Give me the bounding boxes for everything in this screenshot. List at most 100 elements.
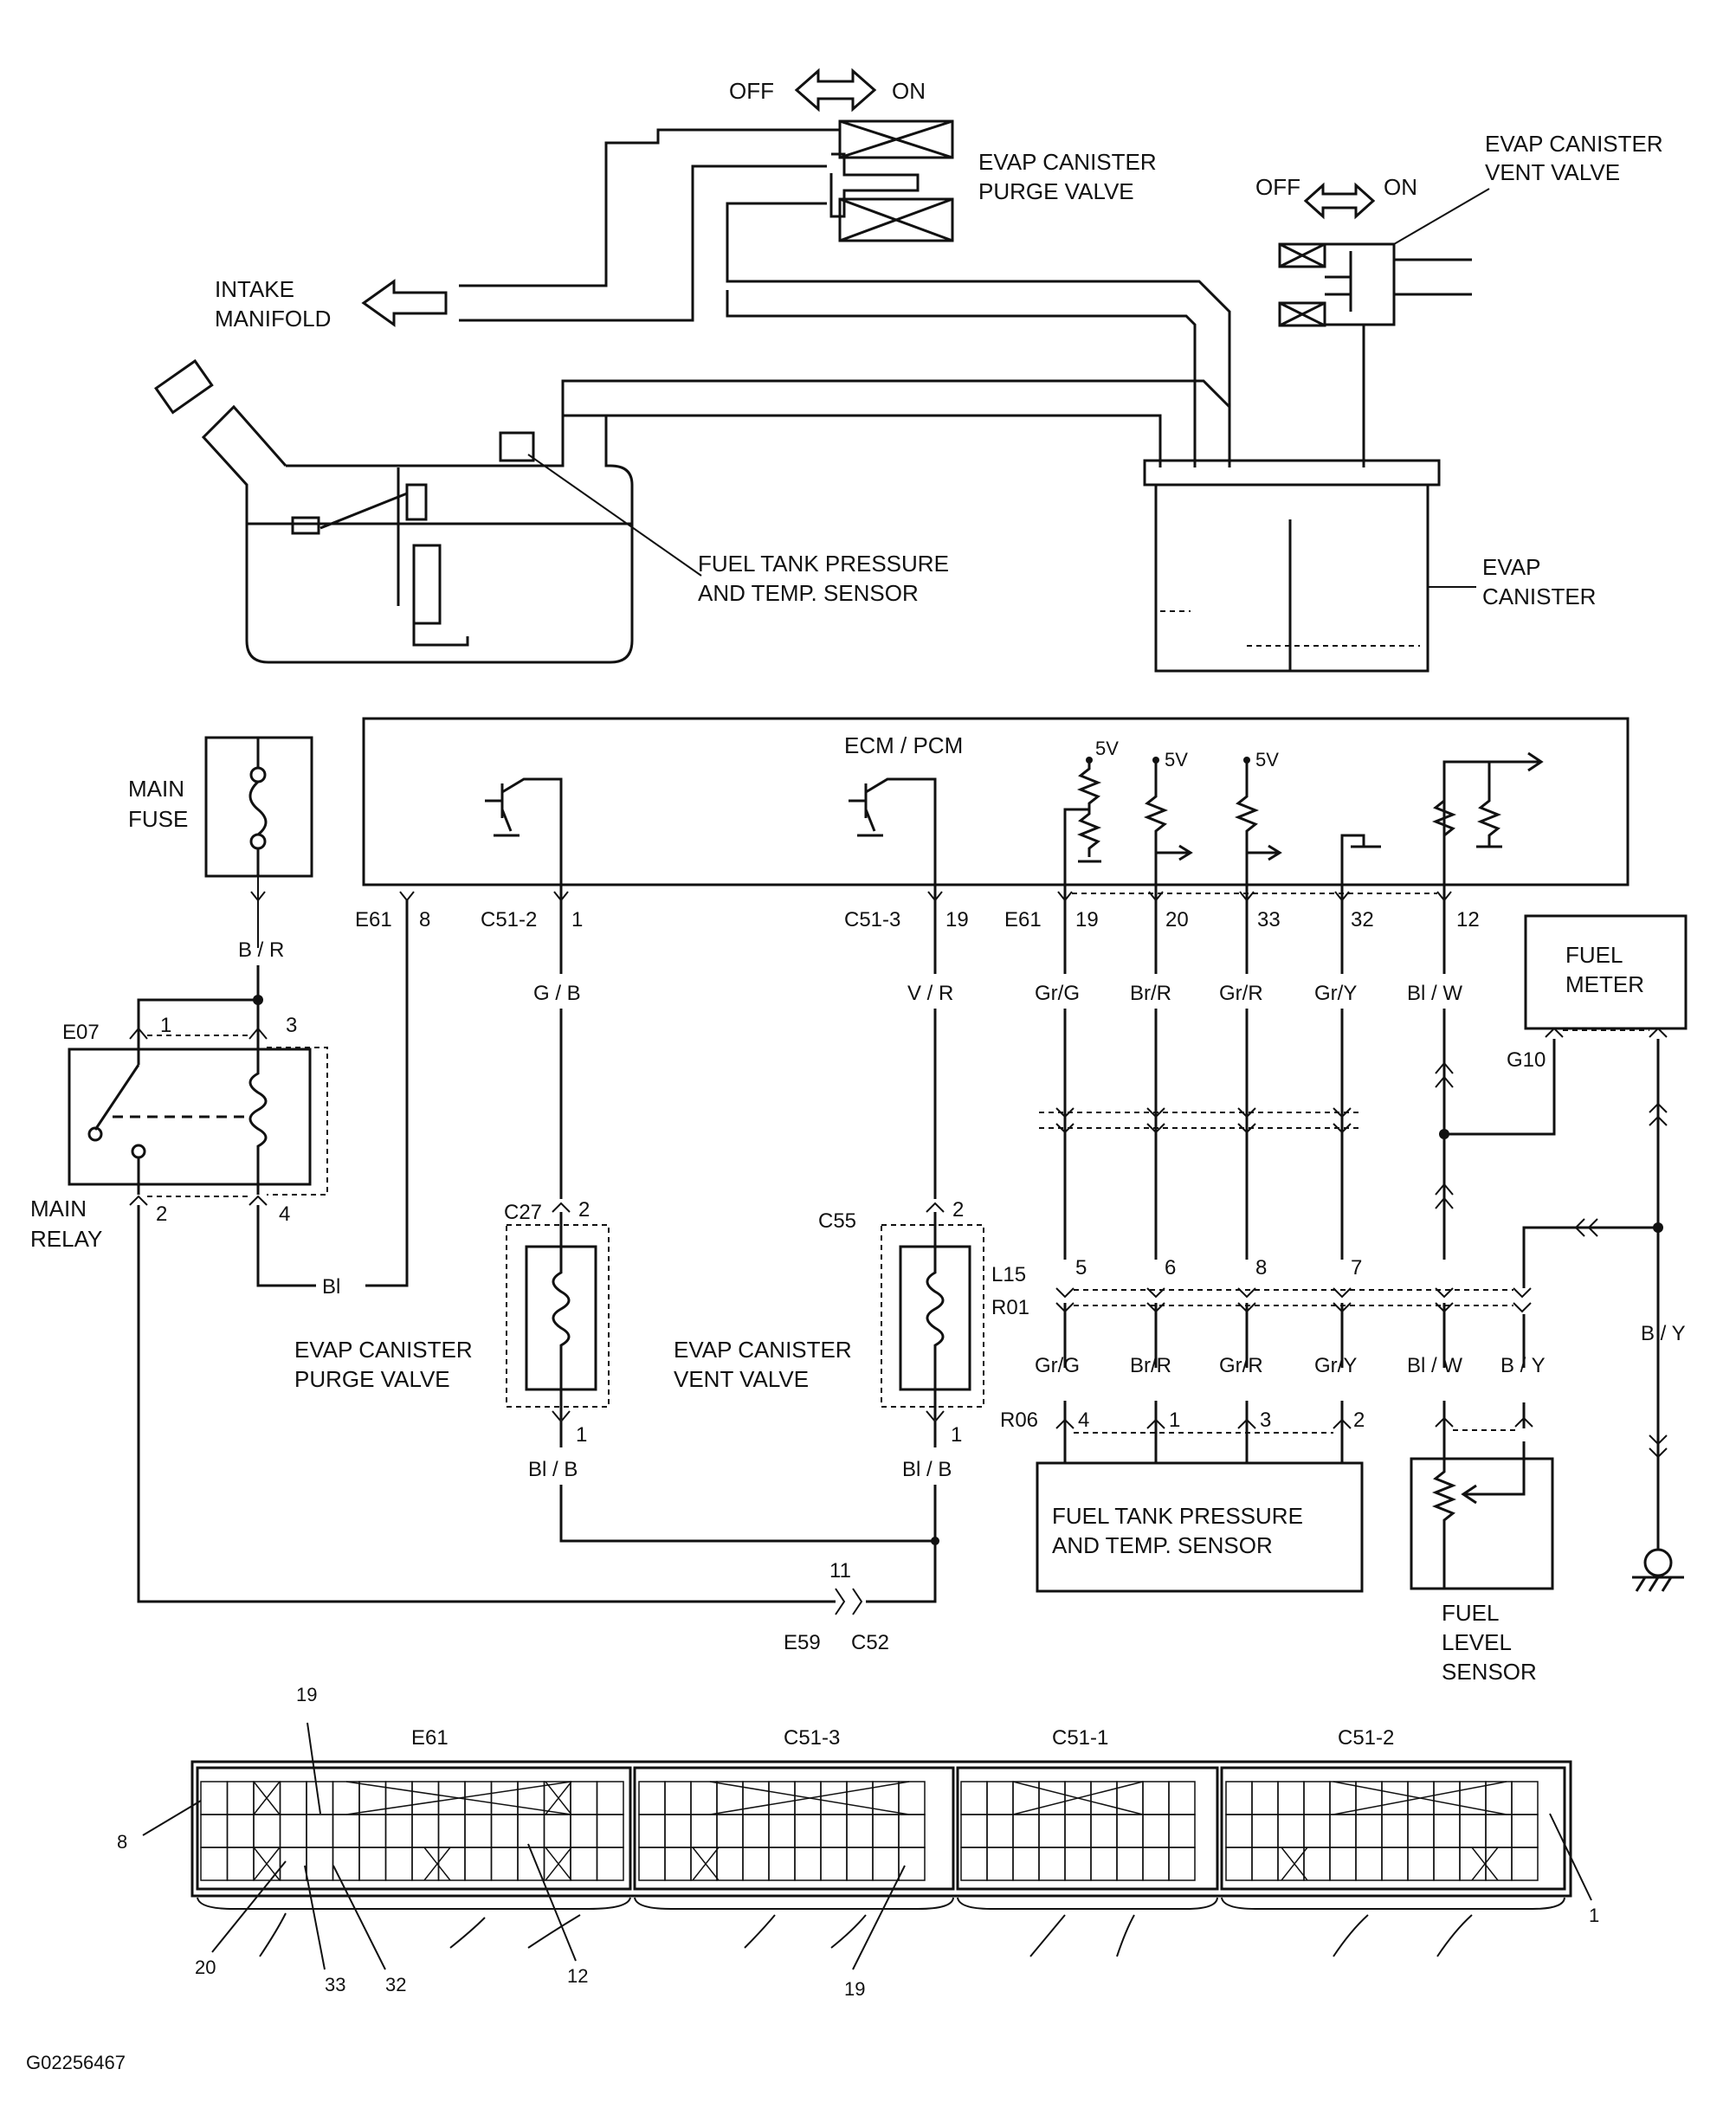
svg-text:19: 19: [945, 908, 969, 932]
svg-text:32: 32: [385, 1974, 406, 1995]
connector-cell: [596, 1847, 624, 1881]
svg-text:1: 1: [160, 1014, 171, 1037]
vent-valve-top-label-1: EVAP CANISTER: [1485, 131, 1663, 157]
connector-cell: [1251, 1781, 1279, 1815]
blank-cell: [253, 1781, 281, 1815]
svg-text:5V: 5V: [1165, 749, 1188, 770]
connector-cell: [1433, 1781, 1461, 1815]
connector-cell: [986, 1847, 1014, 1881]
connector-cell: [690, 1847, 718, 1881]
vent-double-arrow-icon: [1303, 182, 1376, 220]
wire-bl: [256, 900, 409, 1287]
svg-text:Bl / W: Bl / W: [1407, 982, 1462, 1005]
connector-cell: [1064, 1847, 1092, 1881]
ecm-connector-view: [190, 1760, 1572, 1898]
connector-cell: [332, 1814, 360, 1848]
connector-cell: [411, 1781, 440, 1815]
connector-cell: [1433, 1814, 1461, 1848]
svg-text:Bl / B: Bl / B: [902, 1458, 952, 1481]
connector-cell: [1433, 1847, 1461, 1881]
connector-cell: [898, 1781, 926, 1815]
evap-canister-label-1: EVAP: [1482, 554, 1540, 580]
connector-cell: [1355, 1847, 1383, 1881]
connector-cell: [1225, 1847, 1253, 1881]
blank-cell: [692, 1847, 720, 1881]
connector-cell: [846, 1847, 874, 1881]
coil-icon: [926, 1212, 945, 1420]
tank-sensor-bottom-label-2: AND TEMP. SENSOR: [1052, 1532, 1273, 1558]
svg-text:33: 33: [1257, 908, 1281, 932]
svg-text:32: 32: [1351, 908, 1374, 932]
svg-text:5V: 5V: [1095, 738, 1119, 759]
blank-cell: [1281, 1847, 1308, 1881]
connector-cell: [490, 1814, 519, 1848]
svg-text:33: 33: [325, 1974, 345, 1995]
connector-cell: [872, 1847, 900, 1881]
connector-cell: [1225, 1781, 1253, 1815]
connector-cell: [596, 1814, 624, 1848]
connector-cell: [1381, 1814, 1409, 1848]
vent-valve-bottom-label-2: VENT VALVE: [674, 1366, 809, 1392]
connector-c51-3-label: C51-3: [844, 908, 900, 932]
svg-text:20: 20: [1165, 908, 1189, 932]
connector-cell: [1168, 1781, 1196, 1815]
purge-valve-drawing: [829, 119, 954, 242]
connector-cell: [437, 1847, 466, 1881]
connector-cell: [986, 1814, 1014, 1848]
connector-cell: [1251, 1847, 1279, 1881]
svg-text:1: 1: [1589, 1905, 1599, 1926]
connector-cell: [664, 1814, 692, 1848]
connector-cell: [1485, 1847, 1513, 1881]
connector-cell: [464, 1781, 493, 1815]
connector-r01-label: R01: [991, 1296, 1029, 1319]
svg-text:Gr/G: Gr/G: [1035, 1354, 1080, 1377]
connector-cell: [898, 1814, 926, 1848]
ecm-box: [362, 717, 1630, 886]
wire-blb-label: Bl / B: [528, 1458, 578, 1481]
svg-text:1: 1: [576, 1423, 587, 1447]
svg-text:Gr/Y: Gr/Y: [1314, 982, 1357, 1005]
connector-cell: [226, 1781, 255, 1815]
connector-cell: [200, 1781, 229, 1815]
wire-bl-label: Bl: [322, 1275, 340, 1299]
connector-cell: [279, 1781, 307, 1815]
connector-cell: [1142, 1847, 1170, 1881]
tank-to-canister-pipe: [561, 379, 1231, 467]
connector-cell: [1511, 1781, 1539, 1815]
connector-callouts: [142, 1722, 1592, 1970]
connector-cell: [846, 1814, 874, 1848]
connector-cell: [846, 1781, 874, 1815]
connector-cell: [1090, 1847, 1118, 1881]
fuel-level-sensor: [1410, 1314, 1554, 1590]
connector-cell: [1277, 1814, 1305, 1848]
connector-cell: [960, 1847, 988, 1881]
tank-sensor-top-label-2: AND TEMP. SENSOR: [698, 580, 919, 606]
on-label: ON: [892, 78, 926, 104]
connector-cell: [1511, 1847, 1539, 1881]
svg-text:Gr/R: Gr/R: [1219, 1354, 1263, 1377]
connector-cell: [768, 1781, 796, 1815]
ecm-connector-e61-label: E61: [411, 1726, 449, 1750]
connector-cell: [960, 1814, 988, 1848]
connector-cell: [638, 1781, 666, 1815]
connector-cell: [1012, 1847, 1040, 1881]
relay-switch-icon: [87, 1023, 251, 1195]
purge-valve-bottom-label-1: EVAP CANISTER: [294, 1337, 473, 1363]
off-label: OFF: [729, 78, 774, 104]
connector-cell: [1116, 1847, 1144, 1881]
connector-cell: [464, 1847, 493, 1881]
blank-cell: [1333, 1781, 1507, 1815]
svg-text:1: 1: [951, 1423, 962, 1447]
intake-label-2: MANIFOLD: [215, 306, 331, 332]
svg-text:12: 12: [1456, 908, 1480, 932]
connector-cell: [1090, 1814, 1118, 1848]
svg-text:2: 2: [1353, 1409, 1365, 1432]
on-vent-label: ON: [1384, 174, 1417, 200]
connector-cell: [384, 1781, 413, 1815]
connector-e07-label: E07: [62, 1021, 100, 1044]
connector-cell: [358, 1814, 387, 1848]
connector-cell: [1168, 1814, 1196, 1848]
connector-cell: [1277, 1847, 1305, 1881]
main-fuse-label-2: FUSE: [128, 806, 188, 832]
svg-text:2: 2: [578, 1198, 590, 1222]
